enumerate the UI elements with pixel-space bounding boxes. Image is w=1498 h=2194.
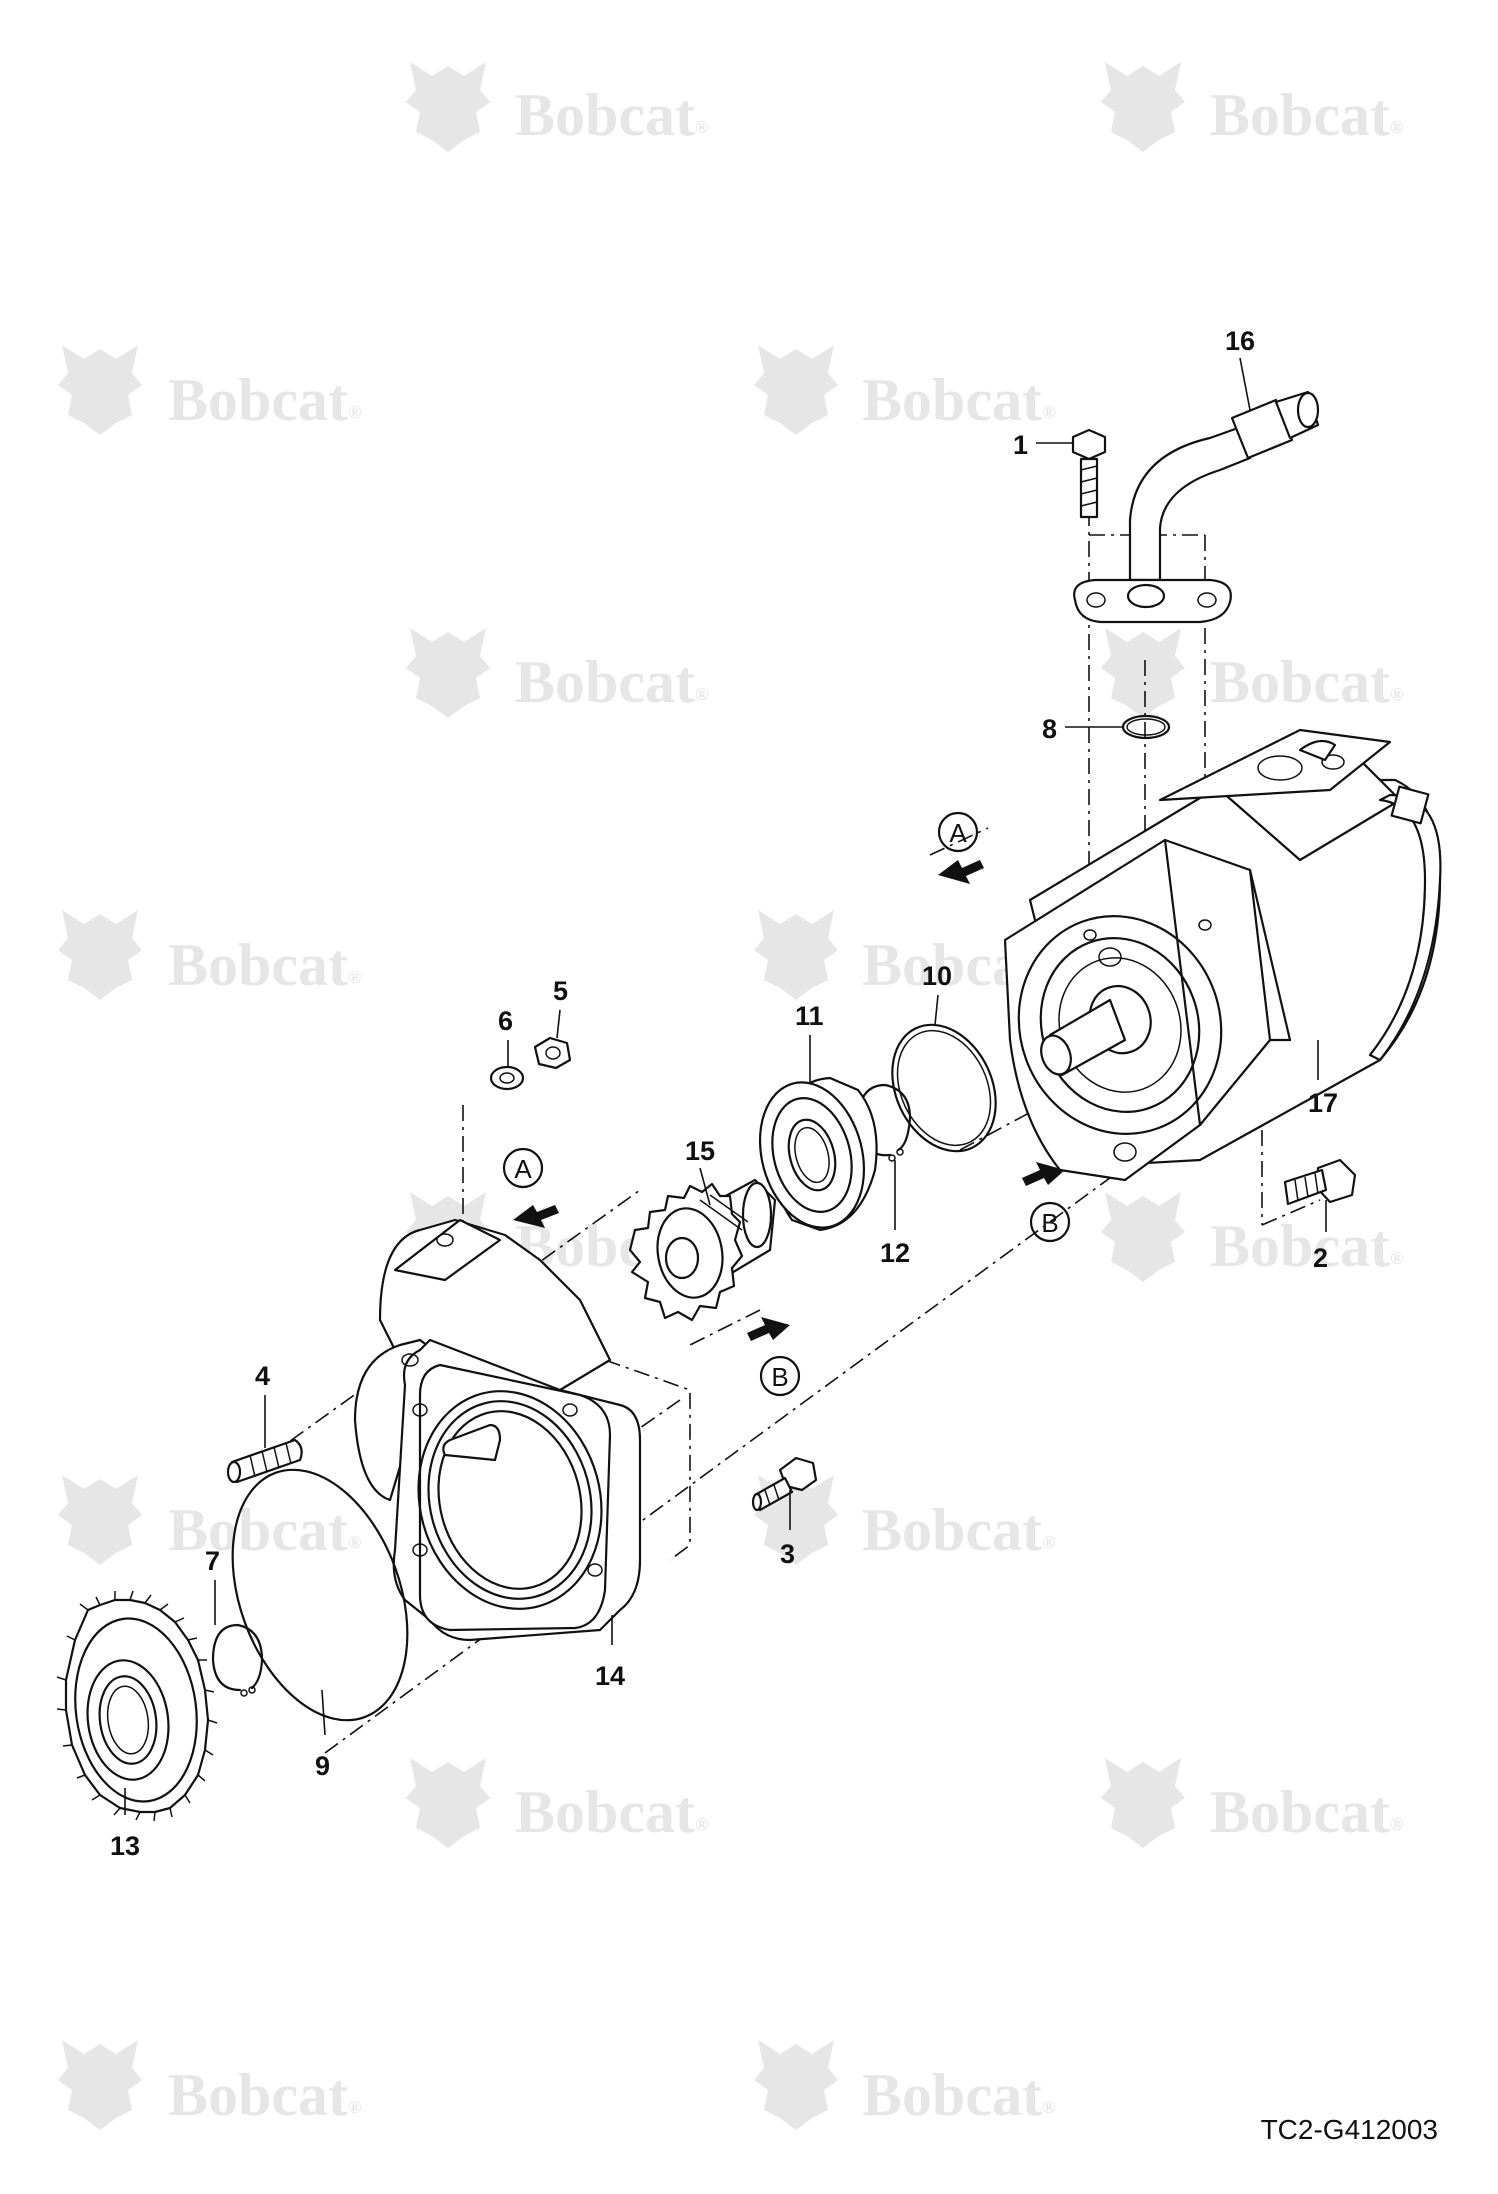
part-14-housing <box>353 1218 642 1642</box>
part-10-seal-ring <box>891 1023 997 1153</box>
watermark-logo <box>754 910 838 1000</box>
callout-6: 6 <box>498 1006 513 1036</box>
watermark-logo <box>1101 1192 1185 1282</box>
watermark-text: Bobcat® <box>1210 82 1403 148</box>
part-8-o-ring <box>1121 714 1171 740</box>
watermark-text: Bobcat® <box>862 367 1055 433</box>
watermark-logo <box>58 2040 142 2130</box>
watermark-text: Bobcat® <box>515 1779 708 1845</box>
watermark-text: Bobcat® <box>515 649 708 715</box>
callout-9: 9 <box>315 1751 330 1781</box>
watermark-text: Bobcat® <box>168 2062 361 2128</box>
watermark-layer: Bobcat® Bobcat® Bobcat® Bobcat® Bobcat® … <box>58 62 1403 2130</box>
watermark-text: Bobcat® <box>1210 1213 1403 1279</box>
part-2-bolt <box>1283 1158 1357 1206</box>
callout-15: 15 <box>685 1136 715 1166</box>
view-marker-b-left: B <box>747 1317 801 1397</box>
part-3-bolt <box>751 1456 818 1512</box>
callout-11: 11 <box>795 1001 824 1031</box>
part-16-pipe-assembly <box>1073 390 1320 624</box>
watermark-text: Bobcat® <box>168 367 361 433</box>
watermark-logo <box>58 910 142 1000</box>
callout-13: 13 <box>110 1831 140 1861</box>
figure-code: TC2-G412003 <box>1260 2114 1438 2145</box>
callout-16: 16 <box>1225 326 1255 356</box>
callout-10: 10 <box>922 961 952 991</box>
part-7-snap-ring <box>211 1623 264 1697</box>
watermark-logo <box>754 345 838 435</box>
view-marker-letter: B <box>771 1362 788 1392</box>
callout-2: 2 <box>1313 1243 1328 1273</box>
watermark-logo <box>1101 1758 1185 1848</box>
watermark-logo <box>406 62 490 152</box>
watermark-text: Bobcat® <box>862 1497 1055 1563</box>
watermark-text: Bobcat® <box>168 932 361 998</box>
part-13-drive-gear <box>56 1590 218 1822</box>
callout-numbers: 1 2 3 4 5 6 7 8 9 10 11 12 13 14 15 16 1… <box>110 326 1338 1861</box>
part-1-bolt <box>1071 428 1107 519</box>
part-5-nut <box>533 1036 572 1070</box>
watermark-text: Bobcat® <box>1210 1779 1403 1845</box>
callout-4: 4 <box>255 1361 270 1391</box>
watermark-text: Bobcat® <box>168 1497 361 1563</box>
leader-lines <box>124 357 1327 1815</box>
callout-5: 5 <box>553 976 568 1006</box>
part-11-bearing <box>758 1076 878 1232</box>
watermark-text: Bobcat® <box>515 82 708 148</box>
watermark-logo <box>1101 62 1185 152</box>
callout-8: 8 <box>1042 714 1057 744</box>
view-marker-a-upper: A <box>937 811 984 884</box>
part-4-stud <box>226 1438 303 1484</box>
view-marker-letter: A <box>514 1154 532 1184</box>
callout-17: 17 <box>1308 1088 1338 1118</box>
callout-1: 1 <box>1013 430 1028 460</box>
view-marker-letter: A <box>949 818 967 848</box>
callout-7: 7 <box>205 1546 220 1576</box>
watermark-text: Bobcat® <box>1210 649 1403 715</box>
callout-3: 3 <box>780 1539 795 1569</box>
view-marker-letter: B <box>1041 1208 1058 1238</box>
watermark-logo <box>58 1475 142 1565</box>
watermark-logo <box>406 628 490 718</box>
watermark-logo <box>58 345 142 435</box>
view-marker-b-right: B <box>1022 1162 1071 1243</box>
callout-12: 12 <box>880 1238 910 1268</box>
view-marker-a-lower: A <box>502 1147 559 1228</box>
part-15-pinion-gear <box>628 1178 777 1322</box>
part-6-washer <box>489 1065 525 1091</box>
watermark-logo <box>754 2040 838 2130</box>
watermark-logo <box>1101 628 1185 718</box>
watermark-text: Bobcat® <box>862 2062 1055 2128</box>
part-9-gasket <box>231 1468 409 1722</box>
part-17-hydraulic-pump <box>1003 728 1442 1182</box>
callout-14: 14 <box>595 1661 625 1691</box>
watermark-logo <box>406 1758 490 1848</box>
